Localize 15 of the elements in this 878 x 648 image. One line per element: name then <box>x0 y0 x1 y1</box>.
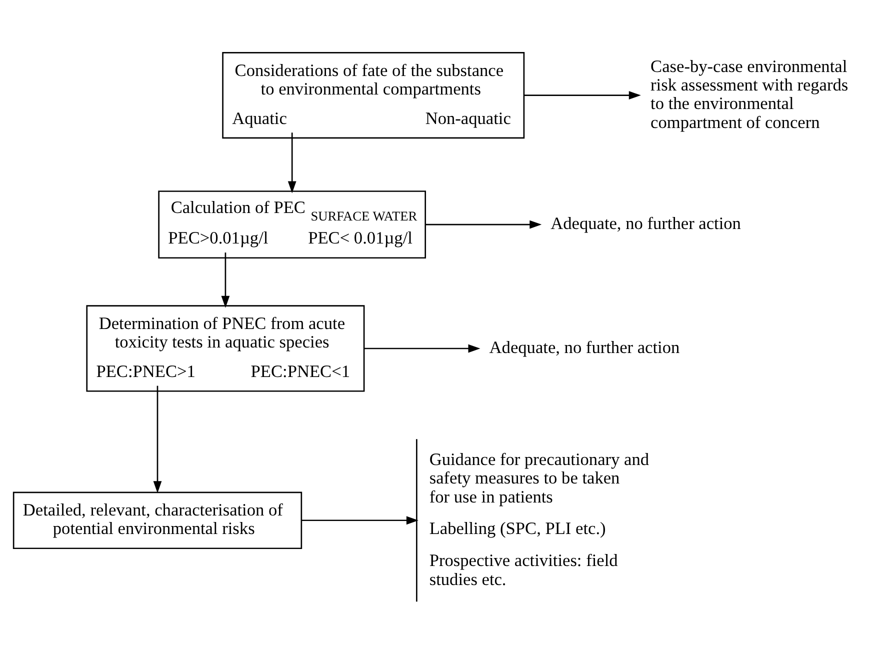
node-box: Considerations of fate of the substance to environmental compartments Aquatic Non-aquatic <box>222 52 525 138</box>
arrow <box>524 90 641 99</box>
arrow <box>153 385 162 493</box>
node-text: Guidance for precautionary and safety measures to be taken for use in patients Labelling (SPC, PLI etc.) Prospective activities: field studies etc. <box>429 449 650 588</box>
arrow <box>288 132 296 193</box>
arrow <box>426 220 542 228</box>
node-text: Adequate, no further action <box>489 338 680 357</box>
node-text: Adequate, no further action <box>550 214 741 233</box>
node-box: Detailed, relevant, characterisation of potential environmental risks <box>12 491 302 549</box>
node-text: Case-by-case environmental risk assessment with regards to the environmental compartment of concern <box>650 56 848 132</box>
node-box: Determination of PNEC from acute toxicity tests in aquatic species PEC:PNEC>1 PEC:PNEC<1 <box>86 304 365 392</box>
arrow <box>302 516 418 524</box>
arrow <box>221 252 230 308</box>
node-box: Calculation of PEC$_{SURFACE WATER}$ PEC>0.01µg/l PEC< 0.01µg/l <box>158 190 426 258</box>
arrow <box>364 344 480 352</box>
